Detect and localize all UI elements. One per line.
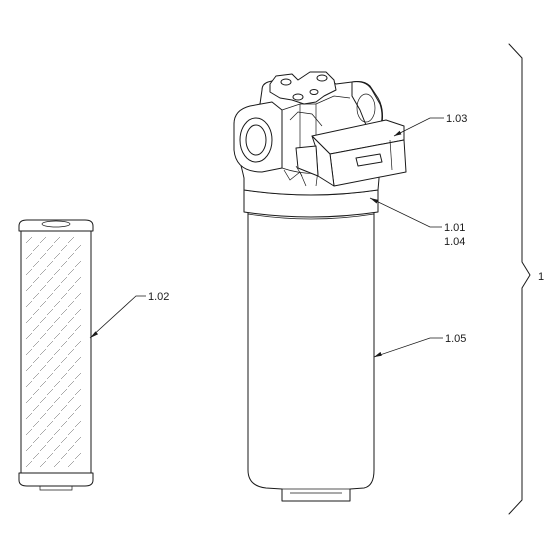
filter-head <box>233 71 383 196</box>
filter-housing <box>243 189 379 502</box>
callout-1-02: 1.02 <box>148 291 169 303</box>
callout-1-04: 1.04 <box>444 236 465 248</box>
callout-assembly-1: 1 <box>538 271 544 283</box>
indicator-block <box>295 119 407 187</box>
leader-1-05 <box>373 337 443 358</box>
pleat-hatching <box>25 236 82 468</box>
leader-1-02 <box>89 295 146 339</box>
filter-element <box>18 219 94 491</box>
assembly-bracket <box>508 43 531 515</box>
leader-1-03 <box>393 117 444 137</box>
leader-lines <box>89 117 444 358</box>
callout-1-03: 1.03 <box>446 113 467 125</box>
callout-1-05: 1.05 <box>445 333 466 345</box>
leader-1-01 <box>369 197 442 228</box>
callout-1-01: 1.01 <box>444 222 465 234</box>
